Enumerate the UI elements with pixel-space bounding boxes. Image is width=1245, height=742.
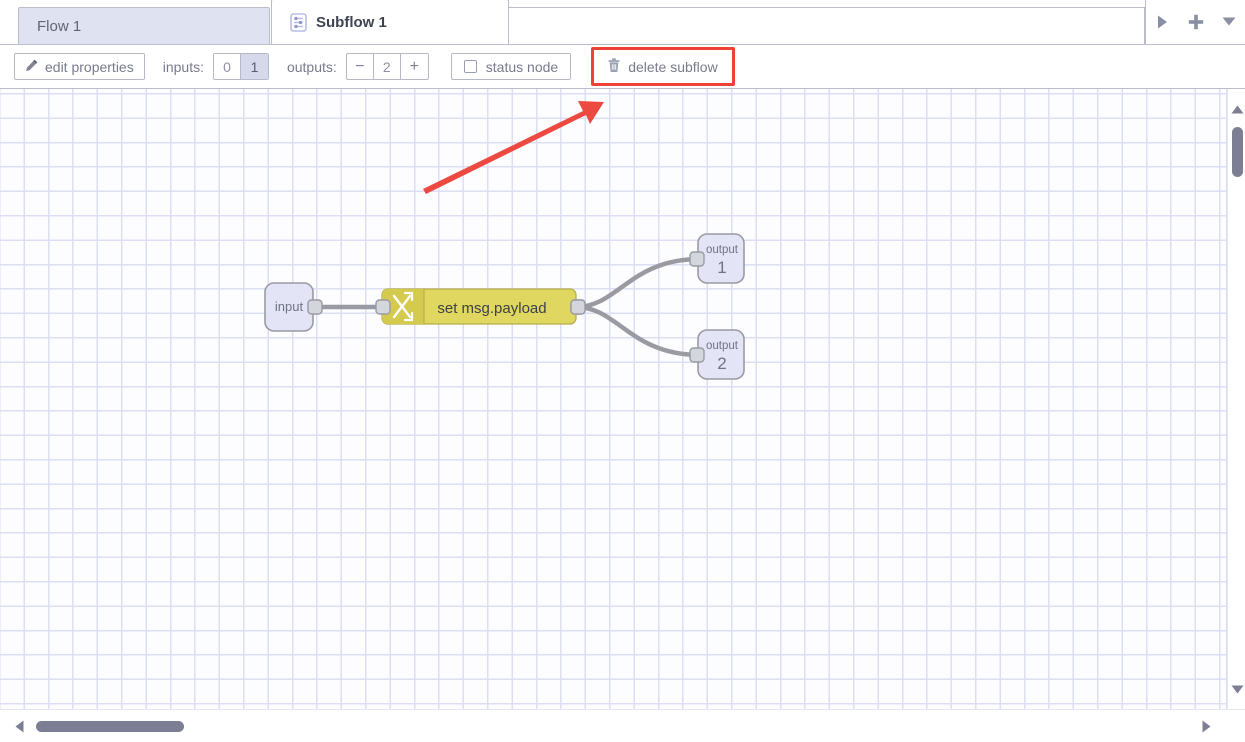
vertical-scroll-thumb[interactable] <box>1232 127 1243 177</box>
subflow-canvas[interactable]: input set msg.payload output 1 <box>0 89 1227 709</box>
tab-label: Subflow 1 <box>316 13 387 31</box>
change-swap-icon <box>392 291 414 322</box>
subflow-output-node-2[interactable]: output 2 <box>689 329 745 380</box>
inputs-option-1[interactable]: 1 <box>240 54 268 79</box>
output-node-index: 2 <box>717 354 726 373</box>
tab-strip: Flow 1 Subflow 1 <box>0 0 1145 44</box>
chevron-down-icon[interactable] <box>1217 10 1241 34</box>
change-node-output-port[interactable] <box>570 299 586 315</box>
change-node-label: set msg.payload <box>437 300 546 317</box>
outputs-increment-button[interactable]: + <box>409 57 419 75</box>
change-node[interactable]: set msg.payload <box>375 288 586 325</box>
output-node-1-input-port[interactable] <box>689 251 705 267</box>
subflow-input-node[interactable]: input <box>264 282 323 332</box>
tab-subflow-1[interactable]: Subflow 1 <box>271 0 509 44</box>
input-node-output-port[interactable] <box>307 299 323 315</box>
vertical-scrollbar[interactable] <box>1227 89 1245 709</box>
delete-subflow-label: delete subflow <box>628 58 718 75</box>
play-triangle-icon[interactable] <box>1151 10 1175 34</box>
wire-group <box>310 256 703 358</box>
wire-change-to-output1[interactable] <box>573 256 703 310</box>
canvas-graph: input set msg.payload output 1 <box>264 101 745 380</box>
triangle-left-icon[interactable] <box>6 710 32 742</box>
output-node-label: output <box>706 244 739 256</box>
tab-strip-filler <box>509 7 1145 44</box>
output-node-label: output <box>706 340 739 352</box>
edit-properties-button[interactable]: edit properties <box>14 53 145 80</box>
inputs-label: inputs: <box>162 58 204 75</box>
triangle-up-icon[interactable] <box>1228 99 1245 119</box>
inputs-toggle-group[interactable]: 0 1 <box>212 53 269 80</box>
triangle-right-icon[interactable] <box>1193 710 1219 742</box>
trash-icon <box>608 58 620 75</box>
tab-bar: Flow 1 Subflow 1 <box>0 0 1245 45</box>
output-node-2-input-port[interactable] <box>689 347 705 363</box>
plus-icon[interactable] <box>1184 10 1208 34</box>
status-node-checkbox[interactable] <box>463 60 477 73</box>
inputs-option-0[interactable]: 0 <box>214 54 241 79</box>
pencil-icon <box>25 59 38 75</box>
status-node-toggle[interactable]: status node <box>450 53 572 80</box>
horizontal-scrollbar[interactable] <box>0 709 1245 741</box>
wire-change-to-output2[interactable] <box>573 304 703 358</box>
outputs-decrement-button[interactable]: − <box>347 54 374 79</box>
triangle-down-icon[interactable] <box>1228 679 1245 699</box>
tab-flow-1[interactable]: Flow 1 <box>18 7 270 44</box>
subflow-icon <box>290 12 307 32</box>
tab-bar-controls <box>1145 0 1245 44</box>
status-node-label: status node <box>485 58 559 75</box>
delete-subflow-button[interactable]: delete subflow <box>597 53 729 80</box>
delete-subflow-highlight: delete subflow <box>591 47 735 86</box>
tab-label: Flow 1 <box>37 17 82 35</box>
annotation-arrow-icon <box>423 101 604 194</box>
edit-properties-label: edit properties <box>45 58 134 75</box>
outputs-stepper[interactable]: − 2 + <box>345 53 429 80</box>
subflow-output-node-1[interactable]: output 1 <box>689 233 745 284</box>
subflow-toolbar: edit properties inputs: 0 1 outputs: − 2… <box>0 45 1245 89</box>
output-node-index: 1 <box>717 258 726 277</box>
change-node-left-port[interactable] <box>375 299 391 315</box>
input-node-label: input <box>275 299 304 314</box>
horizontal-scroll-thumb[interactable] <box>36 721 184 732</box>
outputs-label: outputs: <box>286 58 337 75</box>
outputs-value: 2 <box>374 54 401 79</box>
